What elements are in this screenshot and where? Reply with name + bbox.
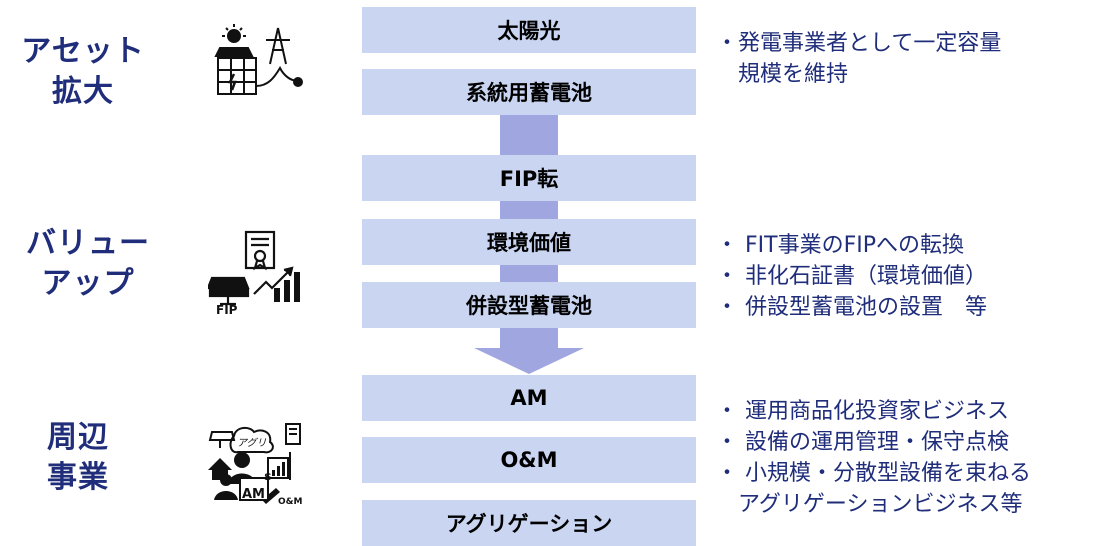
- flow-box-aggregation: アグリゲーション: [362, 500, 696, 546]
- flow-arrow-head: [474, 348, 584, 374]
- description-peripheral-line: ・ 小規模・分散型設備を束ねる: [716, 461, 1031, 486]
- flow-box-colocated-battery: 併設型蓄電池: [362, 282, 696, 328]
- category-peripheral-line2: 事業: [47, 460, 109, 495]
- connector-bar-1: [500, 115, 558, 159]
- connector-bar-3: [500, 264, 558, 286]
- flow-box-am-label: AM: [510, 386, 548, 410]
- description-asset-line: 規模を維持: [716, 62, 849, 87]
- flow-box-colocated-battery-label: 併設型蓄電池: [466, 294, 592, 318]
- flow-box-om: O&M: [362, 437, 696, 483]
- description-value: ・ FIT事業のFIPへの転換 ・ 非化石証書（環境価値） ・ 併設型蓄電池の設…: [716, 230, 987, 323]
- agri-icon-label: アグリ: [237, 437, 267, 449]
- connector-bar-4: [500, 328, 558, 348]
- description-value-line: ・ FIT事業のFIPへの転換: [716, 233, 964, 258]
- flow-box-fip-conversion-label: FIP転: [499, 167, 559, 191]
- description-asset: ・発電事業者として一定容量 規模を維持: [716, 28, 1001, 90]
- flow-box-am: AM: [362, 375, 696, 421]
- om-icon-label: O&M: [278, 497, 302, 506]
- description-peripheral-line: アグリゲーションビジネス等: [716, 492, 1023, 517]
- flow-box-environmental-value: 環境価値: [362, 219, 696, 265]
- dollar-icon-label: $: [264, 470, 272, 483]
- peripheral-business-icon: アグリ AM $ O&M: [208, 423, 302, 506]
- category-asset-line1: アセット: [21, 34, 145, 69]
- description-peripheral-line: ・ 運用商品化投資家ビジネス: [716, 399, 1009, 424]
- category-asset-expansion: アセット 拡大: [18, 32, 148, 112]
- category-peripheral-business: 周辺 事業: [18, 418, 138, 498]
- flow-box-grid-battery: 系統用蓄電池: [362, 69, 696, 115]
- flow-box-fip-conversion: FIP転: [362, 155, 696, 201]
- category-value-up: バリュー アップ: [18, 224, 158, 304]
- description-peripheral: ・ 運用商品化投資家ビジネス ・ 設備の運用管理・保守点検 ・ 小規模・分散型設…: [716, 396, 1031, 520]
- flow-box-om-label: O&M: [500, 448, 558, 472]
- flow-box-aggregation-label: アグリゲーション: [445, 512, 613, 536]
- fip-icon-label: FIP: [216, 303, 238, 316]
- description-peripheral-line: ・ 設備の運用管理・保守点検: [716, 430, 1009, 455]
- category-peripheral-line1: 周辺: [47, 420, 109, 455]
- fip-certificate-icon: FIP: [208, 230, 300, 316]
- connector-bar-2: [500, 199, 558, 221]
- category-asset-line2: 拡大: [52, 74, 114, 109]
- flow-box-grid-battery-label: 系統用蓄電池: [466, 81, 592, 105]
- category-value-line1: バリュー: [26, 226, 150, 261]
- solar-storage-grid-icon: [214, 24, 303, 95]
- category-value-line2: アップ: [41, 266, 135, 301]
- flow-box-solar-label: 太陽光: [497, 19, 561, 43]
- am-icon-label: AM: [242, 487, 265, 502]
- description-value-line: ・ 非化石証書（環境価値）: [716, 264, 987, 289]
- flow-box-environmental-value-label: 環境価値: [487, 231, 571, 255]
- flow-box-solar: 太陽光: [362, 7, 696, 53]
- description-value-line: ・ 併設型蓄電池の設置 等: [716, 295, 987, 320]
- description-asset-line: ・発電事業者として一定容量: [716, 31, 1002, 56]
